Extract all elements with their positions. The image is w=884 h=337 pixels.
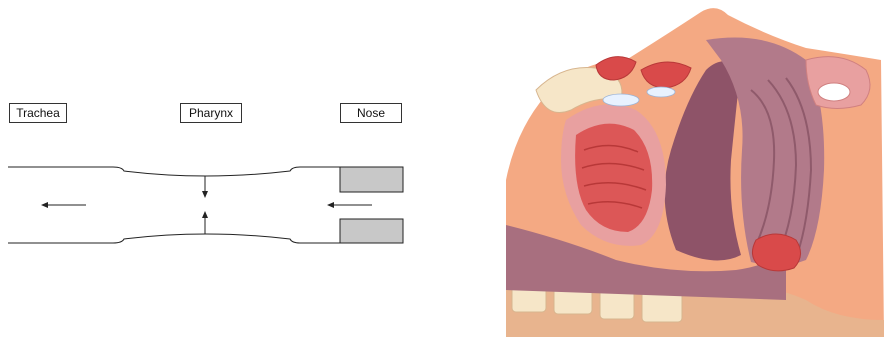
nose-lower-block [340,219,403,243]
airway-upper-wall [8,167,340,176]
airway-schematic [0,0,420,337]
airway-lower-wall [8,234,340,243]
nose-upper-block [340,167,403,192]
sagittal-head-illustration [506,0,884,337]
oral-lower [752,234,800,271]
nostril [818,83,850,101]
